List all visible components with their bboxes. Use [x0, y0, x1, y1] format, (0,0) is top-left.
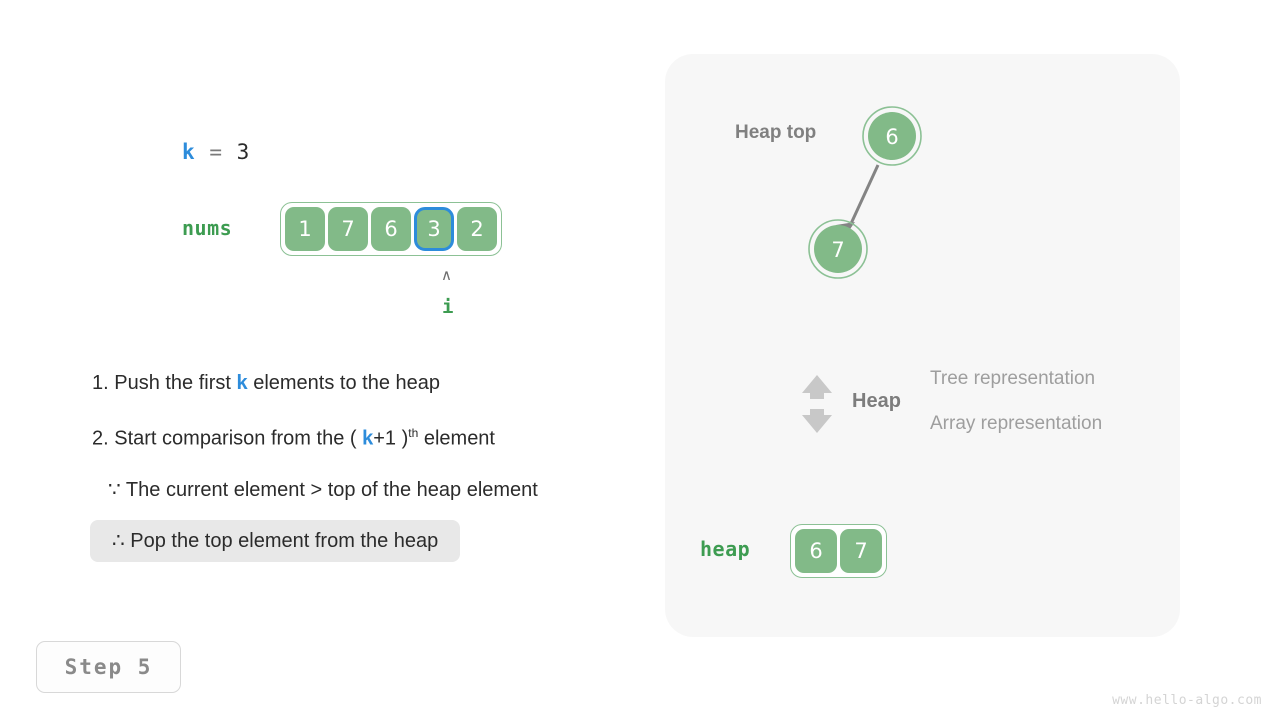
legend-array-representation: Array representation [930, 413, 1103, 434]
nums-cell: 6 [371, 207, 411, 251]
instruction-line-1: 1. Push the first k elements to the heap [92, 372, 440, 395]
index-caret-icon: ∧ [441, 266, 452, 284]
nums-cell: 1 [285, 207, 325, 251]
instruction-1-pre: 1. Push the first [92, 372, 237, 394]
nums-array: 1 7 6 3 2 [280, 202, 502, 256]
tree-node-6: 6 [862, 106, 922, 166]
k-variable-line: k = 3 [182, 140, 250, 164]
instruction-line-2: 2. Start comparison from the ( k+1 )th e… [92, 426, 495, 451]
instruction-2-mid: +1 ) [373, 427, 409, 450]
site-watermark: www.hello-algo.com [1112, 693, 1262, 708]
k-variable-value: 3 [236, 140, 251, 164]
nums-array-label: nums [182, 216, 233, 240]
legend-tree-representation: Tree representation [930, 368, 1096, 389]
heap-array-label: heap [700, 537, 751, 561]
tree-node-6-value: 6 [885, 125, 898, 149]
nums-cell-highlighted: 3 [414, 207, 454, 251]
heap-cell: 7 [840, 529, 882, 573]
instruction-2-pre: 2. Start comparison from the ( [92, 427, 363, 450]
instruction-2-post: element [418, 427, 495, 450]
instruction-line-3: ∵ The current element > top of the heap … [108, 479, 538, 501]
k-variable-name: k [182, 140, 196, 164]
tree-node-7: 7 [808, 219, 868, 279]
heap-array: 6 7 [790, 524, 887, 578]
step-indicator-badge: Step 5 [36, 641, 181, 693]
index-pointer-label: i [442, 296, 454, 318]
heap-tree-diagram: 6 7 [808, 106, 922, 279]
equals-sign: = [209, 140, 223, 164]
nums-cell: 2 [457, 207, 497, 251]
instruction-1-post: elements to the heap [247, 372, 440, 394]
heap-top-label: Heap top [735, 122, 817, 143]
tree-node-7-value: 7 [831, 238, 844, 262]
up-down-arrow-icon [802, 375, 832, 433]
legend-heap-label: Heap [852, 390, 901, 412]
heap-cell: 6 [795, 529, 837, 573]
instruction-line-4-highlighted: ∴ Pop the top element from the heap [90, 520, 461, 562]
heap-visualization-panel [665, 54, 1180, 637]
instruction-2-superscript: th [408, 426, 419, 440]
instruction-2-var: k [362, 427, 374, 450]
instruction-1-var: k [236, 372, 248, 394]
nums-cell: 7 [328, 207, 368, 251]
